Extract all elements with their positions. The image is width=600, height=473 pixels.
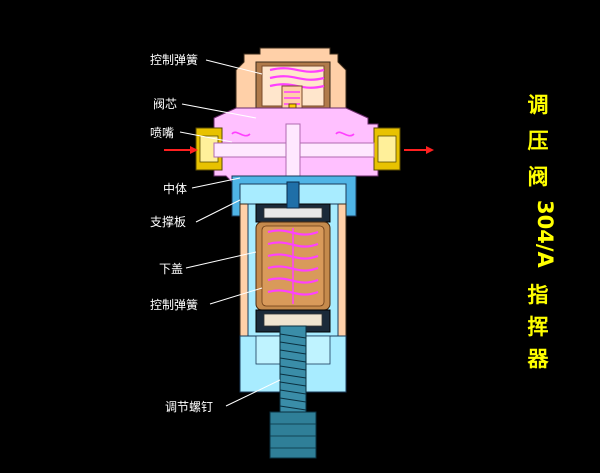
- label-nozzle: 喷嘴: [150, 126, 174, 140]
- title-char-6: 挥: [528, 315, 549, 339]
- adjust-screw-body: [269, 325, 317, 459]
- title-char-3: 阀: [528, 165, 549, 189]
- label-lower-cover: 下盖: [159, 262, 183, 276]
- title-char-5: 指: [528, 283, 549, 307]
- label-control-spring-bottom: 控制弹簧: [150, 297, 198, 312]
- title-char-2: 压: [528, 129, 549, 153]
- valve-illustration: [164, 47, 434, 459]
- flow-arrow-in: [164, 146, 198, 154]
- label-adjust-screw: 调节螺钉: [165, 400, 213, 414]
- label-support-plate: 支撑板: [150, 214, 186, 229]
- label-middle-body: 中体: [163, 181, 187, 196]
- label-control-spring-top: 控制弹簧: [150, 52, 198, 67]
- title-char-1: 调: [528, 93, 549, 117]
- title-model-number: 304/A: [533, 200, 557, 269]
- leader-lines: [179, 59, 281, 407]
- title-char-7: 器: [527, 347, 550, 371]
- vertical-title: 调 压 阀 304/A 指 挥 器: [527, 93, 558, 371]
- label-valve-core: 阀芯: [153, 97, 177, 111]
- flow-arrow-out: [404, 146, 434, 154]
